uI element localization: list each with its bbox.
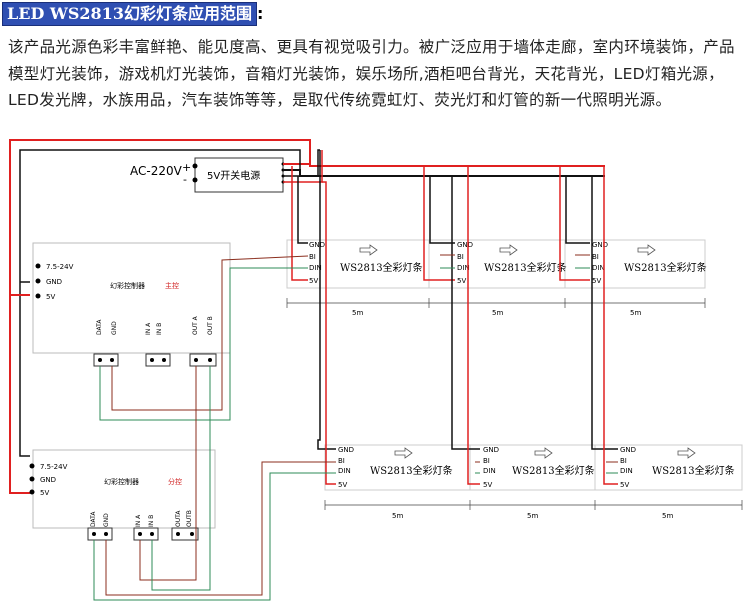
strip-pin-label: BI <box>309 253 316 261</box>
strip-pin-label: GND <box>338 446 354 454</box>
title-highlight: LED WS2813幻彩灯条应用范围 <box>2 2 257 26</box>
strip-pin-label: GND <box>309 241 325 249</box>
strip-pin-label: DIN <box>592 264 605 272</box>
sub-pin-bottom: OUTB <box>186 510 193 527</box>
strip-pin-label: DIN <box>457 264 470 272</box>
strip-pin-label: GND <box>483 446 499 454</box>
main-controller-box <box>32 242 231 354</box>
sub-pin-bottom: DATA <box>90 511 97 527</box>
strip-pin-label: BI <box>457 253 464 261</box>
controller-power-wires <box>9 139 311 494</box>
length-dimension <box>286 298 743 510</box>
sub-pin-label: GND <box>40 476 56 484</box>
main-controller-name: 幻彩控制器 <box>110 281 145 290</box>
length-label: 5m <box>352 309 363 317</box>
strip-pin-label: 5V <box>483 481 492 489</box>
psu-plus-sign: + <box>182 161 191 174</box>
strip-pin-label: DIN <box>483 467 496 475</box>
strip-pin-label: DIN <box>338 467 351 475</box>
psu-terminal <box>192 177 198 183</box>
main-pin-bottom: DATA <box>96 319 103 335</box>
main-out-terminal <box>189 353 217 367</box>
main-pin-bottom: OUT B <box>207 316 214 335</box>
length-label: 5m <box>630 309 641 317</box>
sub-backup-wire <box>105 461 336 596</box>
strip-pin-label: BI <box>483 457 490 465</box>
length-label: 5m <box>662 512 673 520</box>
strip-pin-label: BI <box>338 457 345 465</box>
strip-name: WS2813全彩灯条 <box>652 464 735 477</box>
sub-pin-bottom: IN B <box>148 515 155 527</box>
sub-out-terminal <box>171 527 199 541</box>
sub-pin-bottom: IN A <box>135 514 142 527</box>
ac-label: AC-220V <box>130 164 183 178</box>
strip-pin-label: BI <box>592 253 599 261</box>
main-data-wire <box>99 267 308 421</box>
strip-pin-label: 5V <box>592 277 601 285</box>
sub-controller-tag: 分控 <box>168 477 182 486</box>
main-out-a-wire <box>139 366 197 581</box>
strip-pin-label: DIN <box>309 264 322 272</box>
main-out-b-wire <box>151 366 211 591</box>
sub-data-wire <box>93 472 336 601</box>
strip-name: WS2813全彩灯条 <box>624 261 707 274</box>
strip-name: WS2813全彩灯条 <box>512 464 595 477</box>
main-in-terminal <box>145 353 171 367</box>
power-supply-box <box>194 157 284 193</box>
strip-pin-label: GND <box>592 241 608 249</box>
main-pin-label: GND <box>46 278 62 286</box>
main-data-terminal <box>93 353 119 367</box>
strip-pin-label: DIN <box>620 467 633 475</box>
strip-pin-label: GND <box>620 446 636 454</box>
power-bus <box>283 149 605 183</box>
sub-controller-name: 幻彩控制器 <box>104 477 139 486</box>
main-backup-wire <box>111 255 309 411</box>
main-pin-bottom: IN A <box>145 322 152 335</box>
strip-name: WS2813全彩灯条 <box>484 261 567 274</box>
length-label: 5m <box>527 512 538 520</box>
sub-controller-box <box>32 449 216 529</box>
strip-pin-label: 5V <box>620 481 629 489</box>
application-description: 该产品光源色彩丰富鲜艳、能见度高、更具有视觉吸引力。被广泛应用于墙体走廊，室内环… <box>8 38 735 109</box>
strip-name: WS2813全彩灯条 <box>340 261 423 274</box>
strip-pin-label: BI <box>620 457 627 465</box>
strip-pin-label: GND <box>457 241 473 249</box>
psu-terminal <box>192 163 198 169</box>
strip-row-top <box>286 239 706 289</box>
sub-in-terminal <box>133 527 159 541</box>
bus-drops <box>291 150 618 485</box>
strip-name: WS2813全彩灯条 <box>370 464 453 477</box>
sub-data-terminal <box>87 527 113 541</box>
main-pin-bottom: IN B <box>156 323 163 335</box>
strip-pin-label: 5V <box>457 277 466 285</box>
main-controller-tag: 主控 <box>165 281 179 290</box>
main-pin-label: 7.5-24V <box>46 263 74 271</box>
direction-arrow-icon <box>359 244 696 459</box>
section-title: LED WS2813幻彩灯条应用范围: <box>2 2 263 26</box>
main-pin-label: 5V <box>46 293 55 301</box>
power-supply-label: 5V开关电源 <box>207 169 260 182</box>
length-label: 5m <box>492 309 503 317</box>
strip-pin-label: 5V <box>309 277 318 285</box>
sub-pin-bottom: GND <box>103 513 110 527</box>
sub-pin-bottom: OUTA <box>175 510 182 527</box>
sub-pin-label: 7.5-24V <box>40 463 68 471</box>
title-colon: : <box>256 4 264 23</box>
psu-minus-sign: - <box>183 173 187 186</box>
strip-pin-label: 5V <box>338 481 347 489</box>
length-label: 5m <box>392 512 403 520</box>
main-pin-bottom: OUT A <box>192 315 199 335</box>
sub-pin-label: 5V <box>40 489 49 497</box>
main-pin-bottom: GND <box>111 321 118 335</box>
